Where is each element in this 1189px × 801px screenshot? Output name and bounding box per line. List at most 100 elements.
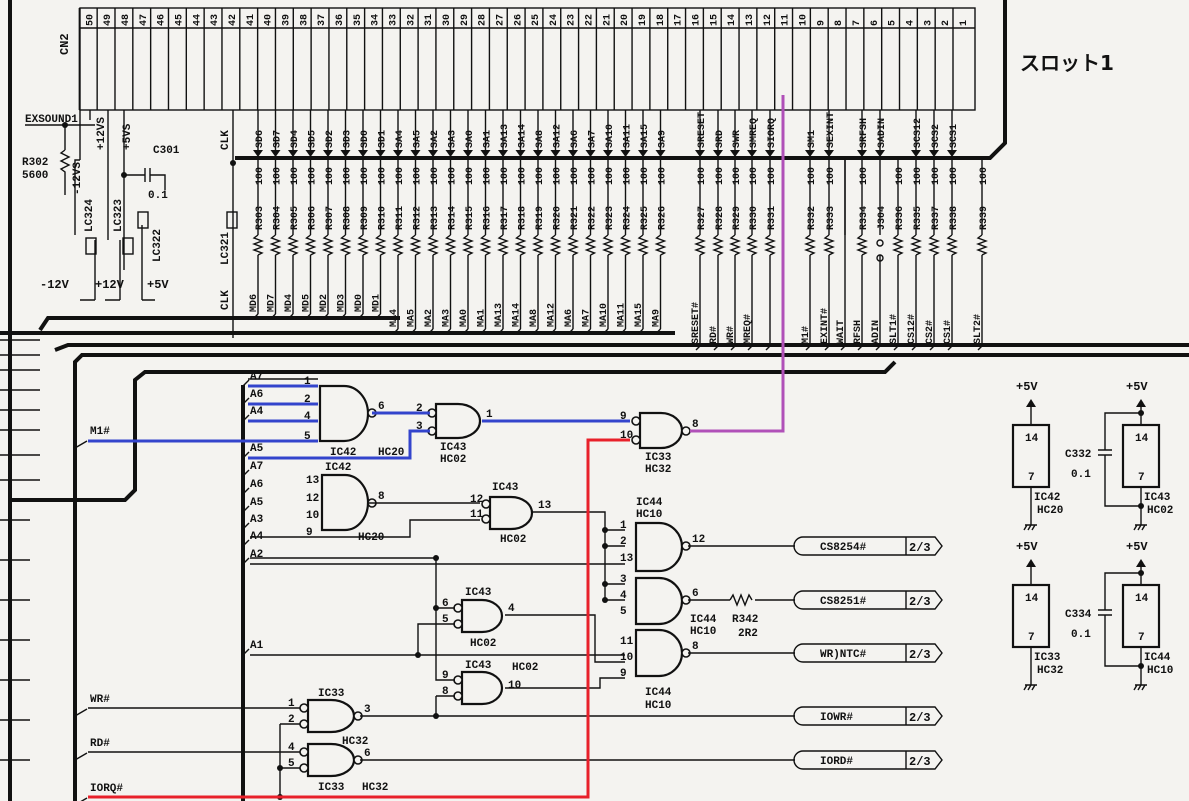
ic-type-label: HC20 — [1037, 505, 1063, 517]
address-tap-label: A2 — [250, 549, 263, 561]
junction-dot — [230, 160, 236, 166]
output-connector-body — [793, 536, 943, 556]
ic-type-label: HC02 — [1147, 505, 1173, 517]
output-connector-cs8251: CS8251#2/3 — [793, 590, 943, 610]
gate-ic-label: IC44 — [636, 497, 663, 509]
bus-tap — [74, 752, 88, 761]
supply-label: +5V — [1016, 380, 1038, 394]
gate-output-pin: 6 — [364, 748, 371, 760]
signal-label: SA1 — [483, 130, 494, 148]
pin-arrow-icon — [603, 150, 613, 157]
resistor-value: 100 — [807, 167, 818, 185]
bus-tap — [242, 379, 250, 387]
address-tap-label: A7 — [250, 461, 263, 473]
resistor-symbol — [392, 234, 404, 256]
capacitor-name: C332 — [1065, 449, 1091, 461]
net-label: MA2 — [424, 309, 435, 327]
lc321-label: LC321 — [220, 232, 232, 265]
bus-input-label: IORQ# — [90, 783, 123, 795]
signal-label: SD6 — [255, 130, 266, 148]
resistor-value: 100 — [623, 167, 634, 185]
connector-pin-number: 18 — [656, 14, 667, 26]
gate-type-label: HC02 — [470, 638, 496, 650]
net-label: RD# — [709, 326, 720, 344]
resistor-name: R331 — [767, 206, 778, 230]
pin-arrow-icon — [323, 150, 333, 157]
address-tap-label: A1 — [250, 640, 264, 652]
resistor-symbol — [976, 234, 988, 256]
connector-pin-number: 17 — [674, 14, 685, 26]
m12v-label: -12V — [40, 278, 70, 292]
bus-tap — [242, 414, 250, 422]
lc322-label: LC322 — [152, 229, 164, 262]
resistor-symbol — [374, 234, 387, 256]
gate-type-label: HC02 — [440, 454, 466, 466]
gate-body — [318, 384, 370, 443]
lc322-bead — [137, 211, 149, 229]
net-label: RFSH — [853, 320, 864, 344]
gate-type-label: HC20 — [378, 447, 404, 459]
connector-pin-number: 6 — [870, 20, 881, 26]
gnd-pin-number: 7 — [1028, 632, 1035, 644]
power-wires — [74, 110, 234, 338]
gate-pin-number: 2 — [416, 403, 423, 415]
connector-pin-number: 25 — [531, 14, 542, 26]
connector-pin-number: 19 — [638, 14, 649, 26]
exsound-label: EXSOUND1 — [25, 114, 78, 126]
resistor-symbol — [928, 234, 940, 256]
net-label: MA9 — [652, 309, 663, 327]
output-connector-body — [793, 643, 943, 663]
bus-tap — [242, 505, 250, 513]
output-page-ref: 2/3 — [909, 755, 931, 769]
vcc-pin-number: 14 — [1025, 433, 1039, 445]
output-page-ref: 2/3 — [909, 595, 931, 609]
resistor-symbol — [322, 234, 334, 256]
resistor-value: 100 — [859, 167, 870, 185]
bus-entry — [533, 328, 539, 334]
r342-resistor — [729, 593, 753, 607]
bus-entry — [568, 328, 574, 334]
resistor-name: R308 — [343, 206, 354, 230]
bus-entry — [306, 313, 311, 319]
net-label: SLT1# — [889, 314, 900, 344]
gate-type-label: HC10 — [636, 509, 662, 521]
output-signal-label: WR)NTC# — [820, 649, 867, 661]
bus-entry — [551, 328, 556, 334]
connector-pin-number: 12 — [763, 14, 774, 26]
resistor-symbol — [514, 234, 527, 256]
resistor-name: R314 — [448, 206, 459, 230]
resistor-symbol — [444, 234, 457, 256]
text-labels: スロット1A7A6A4A5A7A6A5A3A4A2A1M1#WR#RD#IORQ… — [74, 51, 1114, 801]
connector-pin-number: 5 — [888, 20, 899, 26]
connector-pin-number: 45 — [174, 14, 185, 26]
gate-ic-label: IC42 — [325, 462, 351, 474]
bus-tap — [242, 539, 250, 547]
connector-pin-number: 11 — [781, 14, 792, 26]
resistor-symbol — [409, 234, 422, 256]
connector-pin-number: 36 — [335, 14, 346, 26]
gate-ic-label: IC43 — [465, 660, 492, 672]
net-label: MD2 — [319, 294, 330, 312]
resistor-symbol — [804, 234, 816, 256]
r302-label: R302 — [22, 157, 48, 169]
net-label: MD3 — [337, 294, 348, 312]
connector-pin-number: 28 — [478, 14, 489, 26]
bus-entry — [911, 345, 917, 351]
output-signal-label: CS8254# — [820, 542, 867, 554]
resistor-symbol — [946, 234, 958, 256]
resistor-value: 100 — [640, 167, 651, 185]
resistor-name: R307 — [325, 206, 336, 230]
gate-pin-number: 12 — [470, 494, 483, 506]
signal-label: SMREQ — [749, 118, 760, 148]
resistor-symbol — [892, 234, 904, 256]
bus-entry — [621, 328, 626, 334]
resistor-value: 100 — [360, 167, 371, 185]
resistor-symbol — [462, 234, 474, 256]
